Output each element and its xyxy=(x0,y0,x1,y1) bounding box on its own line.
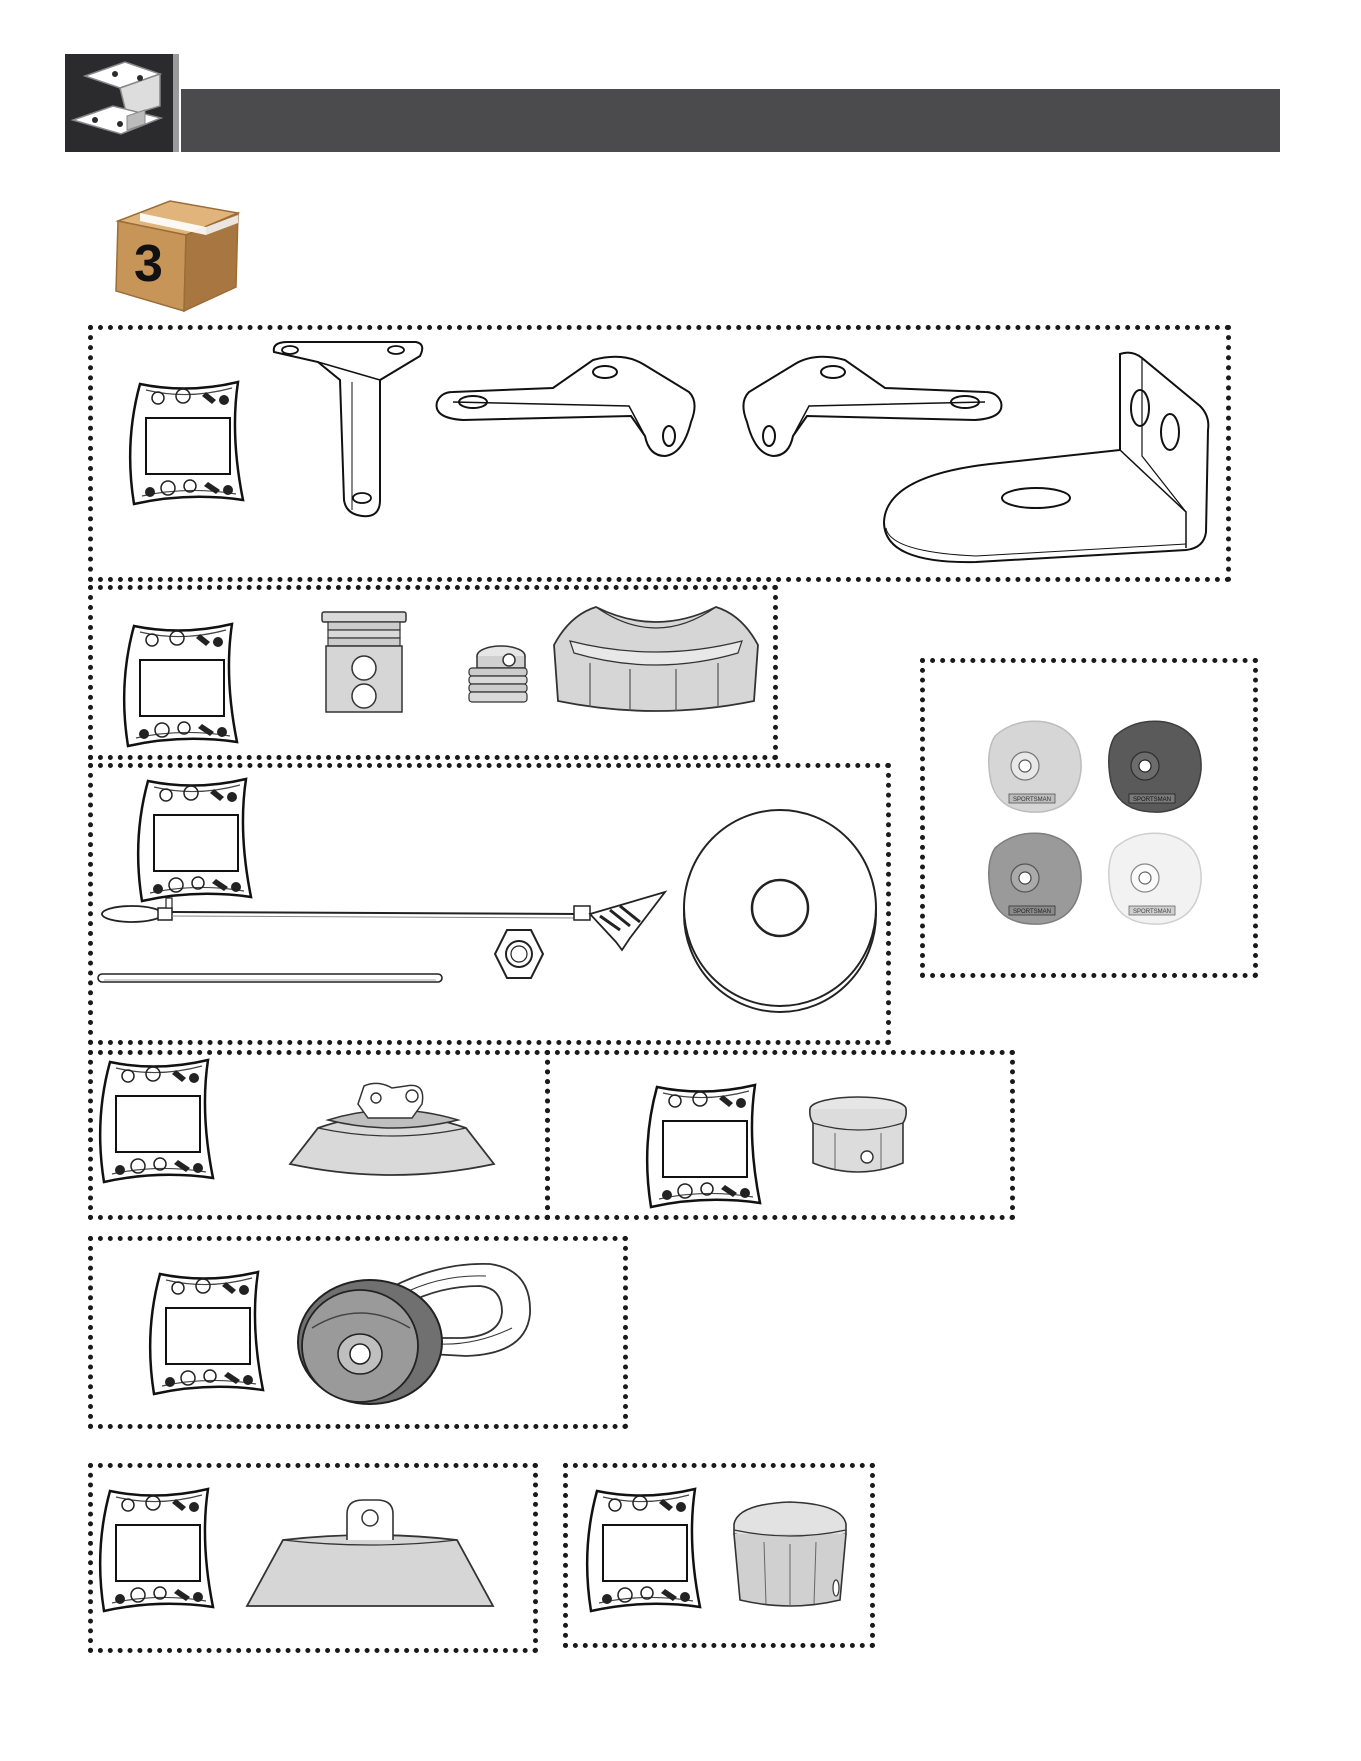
hardware-bag xyxy=(645,1083,770,1213)
threaded-ring-plug xyxy=(463,642,533,704)
hardware-bag xyxy=(148,1270,273,1400)
header-icon-box xyxy=(65,54,173,152)
large-washer xyxy=(680,800,880,1015)
hardware-bag xyxy=(98,1058,223,1188)
rod xyxy=(96,972,446,986)
cap-light-gray: SPORTSMAN xyxy=(985,718,1085,816)
curved-end-cap xyxy=(550,603,762,715)
wheel-handle xyxy=(290,1258,530,1408)
cap-label: SPORTSMAN xyxy=(1133,909,1171,915)
cap-white: SPORTSMAN xyxy=(1105,830,1205,928)
panel-round-cap-hardware xyxy=(545,1050,1015,1220)
hardware-bag xyxy=(122,622,247,752)
loop-cable-with-clip xyxy=(100,890,670,960)
dome-cap xyxy=(730,1500,850,1610)
cap-dark-gray: SPORTSMAN xyxy=(1105,718,1205,816)
hardware-bag xyxy=(585,1487,710,1617)
box-number: 3 xyxy=(134,235,163,293)
hardware-bag xyxy=(98,1487,223,1617)
cap-label: SPORTSMAN xyxy=(1013,909,1051,915)
round-cap xyxy=(805,1095,911,1175)
carton-box-icon: 3 xyxy=(110,195,245,313)
threaded-hole-plug xyxy=(318,612,410,714)
cap-label: SPORTSMAN xyxy=(1013,797,1051,803)
tab-shroud xyxy=(245,1500,495,1612)
cap-mid-gray: SPORTSMAN xyxy=(985,830,1085,928)
panel-color-caps xyxy=(920,658,1258,978)
l-strap-bracket xyxy=(268,340,428,520)
hardware-bag xyxy=(128,380,253,510)
bracket-icon xyxy=(65,54,173,152)
right-corner-bracket xyxy=(433,352,703,462)
cap-label: SPORTSMAN xyxy=(1133,797,1171,803)
header-bar xyxy=(181,89,1280,152)
hex-nut xyxy=(493,928,545,980)
header-icon-edge xyxy=(173,54,179,152)
base-shroud xyxy=(288,1082,496,1178)
hardware-bag xyxy=(136,777,261,907)
wide-l-bracket xyxy=(880,352,1210,567)
